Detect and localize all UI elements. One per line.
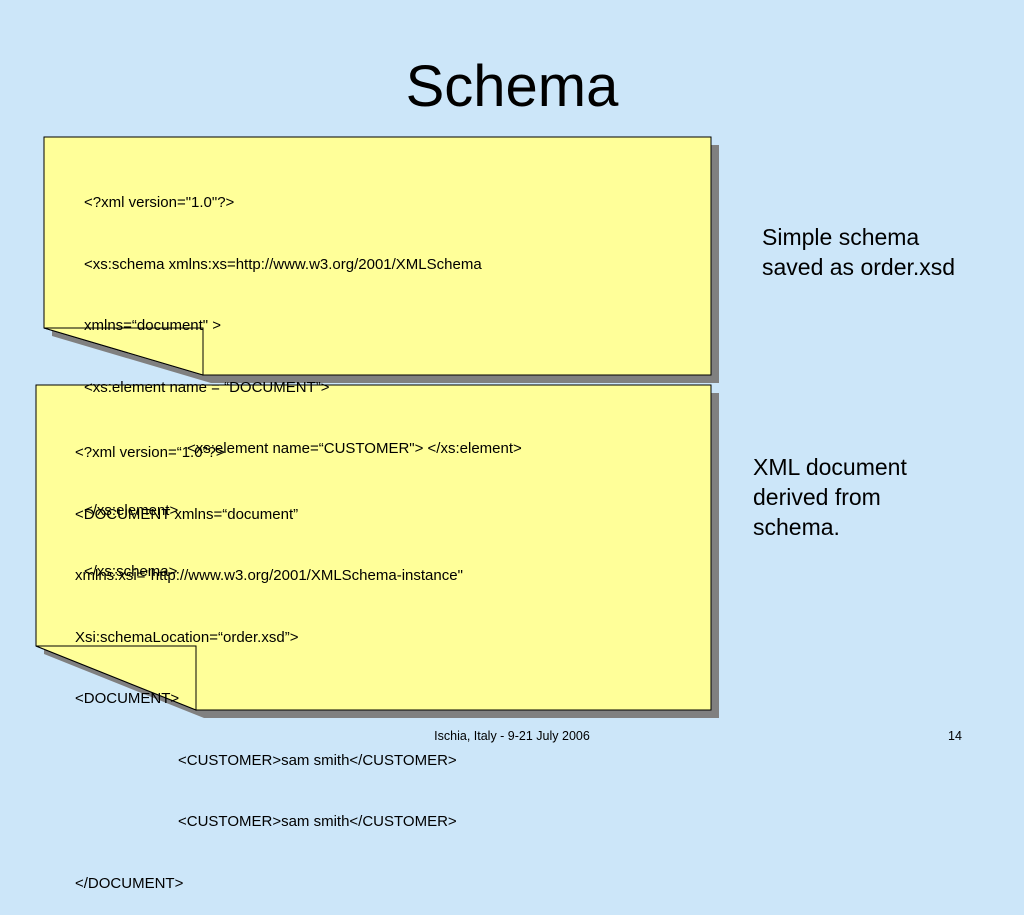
code-line: </DOCUMENT> [75,874,184,892]
document-code-block: <?xml version=“1.0”?> <DOCUMENT xmlns=“d… [75,402,463,915]
document-note-body [35,384,712,711]
page-number: 14 [948,729,962,743]
code-line: <?xml version=“1.0”?> [75,444,225,461]
code-line: </xs:element> [84,501,179,519]
code-line: Xsi:schemaLocation=“order.xsd”> [75,628,299,646]
caption-line: derived from [753,484,881,510]
code-line: <xs:schema xmlns:xs=http://www.w3.org/20… [84,255,482,273]
schema-note-body [43,136,712,376]
schema-code-block: <?xml version="1.0"?> <xs:schema xmlns:x… [84,152,522,603]
caption-line: saved as order.xsd [762,254,956,280]
caption-line: XML document [753,454,907,480]
caption-line: schema. [753,514,840,540]
code-line: <CUSTOMER>sam smith</CUSTOMER> [178,813,457,830]
code-line: <xs:element name=“CUSTOMER"> </xs:elemen… [187,440,522,457]
code-line: <xs:element name = “DOCUMENT”> [84,378,330,396]
code-line: <CUSTOMER>sam smith</CUSTOMER> [178,751,457,769]
schema-caption: Simple schema saved as order.xsd [762,222,955,282]
code-line: xmlns:xsi="http://www.w3.org/2001/XMLSch… [75,567,463,584]
code-line: </xs:schema> [84,563,178,580]
document-caption: XML document derived from schema. [753,452,907,542]
code-line: <DOCUMENT> [75,690,180,707]
code-line: xmlns=“document" > [84,317,222,334]
code-line: <?xml version="1.0"?> [84,194,235,211]
code-line: <DOCUMENT xmlns=“document” [75,505,299,523]
slide-title: Schema [405,54,619,119]
caption-line: Simple schema [762,224,920,250]
document-note-fold [35,645,197,711]
notes-graphics [35,136,719,718]
footer-text: Ischia, Italy - 9-21 July 2006 [434,729,590,743]
schema-note-fold [43,327,204,376]
